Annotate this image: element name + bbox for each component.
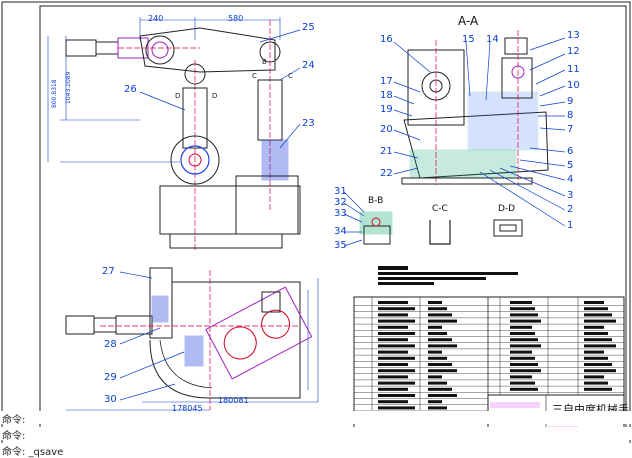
- callout-17: 17: [380, 76, 393, 87]
- front-view: 800.8318 1043.2089 D D C C B: [47, 17, 301, 250]
- command-line-2: 命令:: [0, 427, 632, 442]
- dimension-180081: 180081: [218, 396, 249, 405]
- technical-notes: [378, 266, 518, 285]
- section-bb-view: [359, 211, 393, 245]
- callout-32: 32: [334, 197, 347, 208]
- svg-text:800.8318: 800.8318: [51, 79, 58, 108]
- dimension-178045: 178045: [172, 404, 203, 413]
- callout-35: 35: [334, 240, 347, 251]
- callout-8: 8: [567, 110, 574, 121]
- command-input[interactable]: 命令: _qsave: [0, 443, 632, 458]
- svg-text:B: B: [262, 58, 267, 66]
- callout-1: 1: [567, 220, 574, 231]
- leader-lines-plan: [119, 271, 185, 401]
- callout-7: 7: [567, 124, 574, 135]
- callout-33: 33: [334, 208, 347, 219]
- plan-view: [65, 267, 319, 411]
- callout-19: 19: [380, 104, 393, 115]
- callout-11: 11: [567, 64, 580, 75]
- section-bb-title: B-B: [368, 196, 384, 206]
- callout-10: 10: [567, 80, 580, 91]
- section-aa-view: [401, 30, 549, 185]
- callout-3: 3: [567, 190, 574, 201]
- callout-18: 18: [380, 90, 393, 101]
- callout-16: 16: [380, 34, 393, 45]
- leader-lines-aa: [393, 37, 566, 227]
- callout-9: 9: [567, 96, 574, 107]
- callout-31: 31: [334, 186, 347, 197]
- command-line-1: 命令:: [0, 411, 632, 426]
- callout-6: 6: [567, 146, 574, 157]
- callout-14: 14: [486, 34, 499, 45]
- callout-26: 26: [124, 84, 137, 95]
- callout-4: 4: [567, 174, 574, 185]
- svg-text:C: C: [252, 72, 257, 80]
- callout-24: 24: [302, 60, 315, 71]
- callout-13: 13: [567, 30, 580, 41]
- callout-15: 15: [462, 34, 475, 45]
- svg-text:C: C: [288, 72, 293, 80]
- callout-22: 22: [380, 168, 393, 179]
- dimension-580: 580: [228, 14, 244, 23]
- callout-23: 23: [302, 118, 315, 129]
- parts-list-rows: [354, 301, 624, 412]
- callout-21: 21: [380, 146, 393, 157]
- leader-lines-front: [139, 29, 301, 149]
- callout-29: 29: [104, 372, 117, 383]
- callout-25: 25: [302, 22, 315, 33]
- callout-30: 30: [104, 394, 117, 405]
- callout-12: 12: [567, 46, 580, 57]
- callout-20: 20: [380, 124, 393, 135]
- svg-text:D: D: [175, 92, 180, 100]
- callout-27: 27: [102, 266, 115, 277]
- svg-text:D: D: [212, 92, 217, 100]
- section-dd-title: D-D: [498, 204, 516, 214]
- dimension-240: 240: [148, 14, 164, 23]
- svg-text:1043.2089: 1043.2089: [65, 71, 72, 104]
- section-cc-view: [429, 220, 451, 245]
- callout-34: 34: [334, 226, 347, 237]
- section-cc-title: C-C: [432, 204, 448, 214]
- section-aa-title: A-A: [458, 14, 479, 28]
- callout-28: 28: [104, 339, 117, 350]
- callout-2: 2: [567, 204, 574, 215]
- leader-lines-bb: [343, 191, 365, 247]
- callout-5: 5: [567, 160, 574, 171]
- section-dd-view: [493, 219, 523, 237]
